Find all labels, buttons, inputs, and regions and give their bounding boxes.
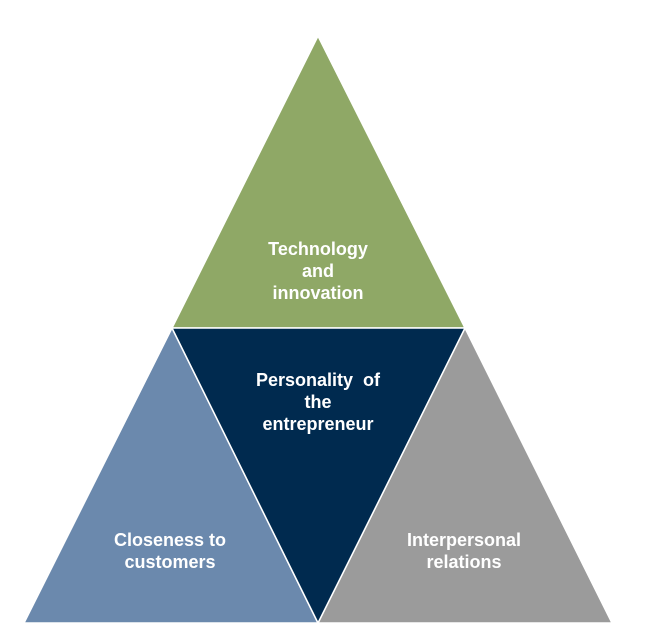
label-center-line-2: the — [305, 392, 332, 412]
label-center-line-3: entrepreneur — [262, 414, 373, 434]
label-top: Technology and innovation — [268, 239, 368, 303]
label-left-line-2: customers — [124, 552, 215, 572]
label-center-line-1: Personality of — [256, 370, 381, 390]
label-right: Interpersonal relations — [407, 530, 521, 572]
label-center: Personality of the entrepreneur — [256, 370, 381, 434]
label-top-line-2: and — [302, 261, 334, 281]
triangle-center — [170, 327, 467, 625]
label-top-line-1: Technology — [268, 239, 368, 259]
label-left: Closeness to customers — [114, 530, 226, 572]
label-right-line-2: relations — [426, 552, 501, 572]
label-left-line-1: Closeness to — [114, 530, 226, 550]
label-top-line-3: innovation — [273, 283, 364, 303]
label-right-line-1: Interpersonal — [407, 530, 521, 550]
